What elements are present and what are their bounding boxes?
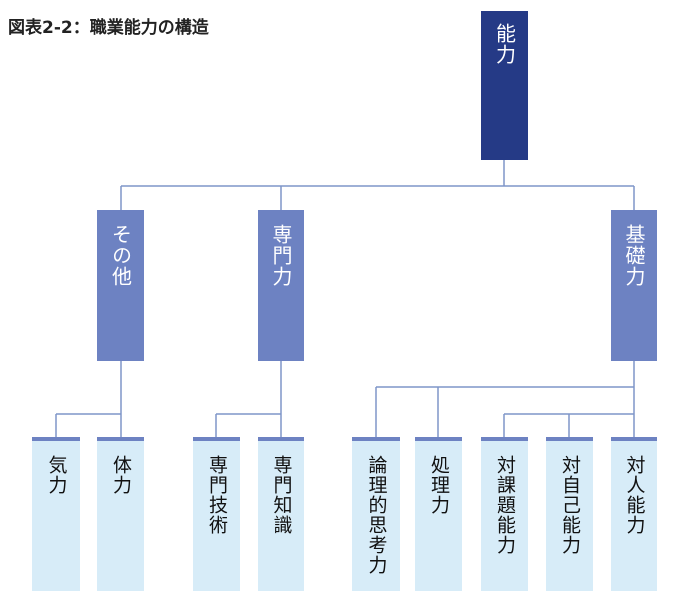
leaf-task-ability: 対課題能力 — [481, 437, 528, 591]
node-other-label: その他 — [108, 224, 133, 287]
leaf-self-ability: 対自己能力 — [546, 437, 593, 591]
leaf-processing: 処理力 — [415, 437, 462, 591]
node-specialty: 専門力 — [258, 210, 304, 361]
leaf-technical-knowledge: 専門知識 — [258, 437, 304, 591]
leaf-spirit: 気力 — [32, 437, 80, 591]
leaf-processing-label: 処理力 — [428, 455, 450, 515]
node-basic-label: 基礎力 — [622, 224, 646, 287]
leaf-interpersonal-ability-label: 対人能力 — [623, 455, 646, 535]
node-other: その他 — [97, 210, 144, 361]
leaf-spirit-label: 気力 — [45, 455, 68, 495]
leaf-self-ability-label: 対自己能力 — [559, 455, 581, 555]
leaf-task-ability-label: 対課題能力 — [494, 455, 516, 555]
leaf-logical-thinking: 論理的思考力 — [352, 437, 400, 591]
leaf-technical-knowledge-label: 専門知識 — [270, 455, 293, 535]
node-root: 能力 — [481, 11, 528, 160]
leaf-interpersonal-ability: 対人能力 — [611, 437, 657, 591]
node-root-label: 能力 — [492, 23, 517, 65]
leaf-logical-thinking-label: 論理的思考力 — [365, 455, 388, 575]
leaf-technical-skill-label: 専門技術 — [206, 455, 228, 535]
leaf-physical: 体力 — [97, 437, 144, 591]
node-specialty-label: 専門力 — [269, 224, 293, 287]
node-basic: 基礎力 — [611, 210, 657, 361]
leaf-technical-skill: 専門技術 — [193, 437, 240, 591]
diagram-title: 図表2-2：職業能力の構造 — [8, 18, 209, 38]
leaf-physical-label: 体力 — [110, 455, 132, 495]
